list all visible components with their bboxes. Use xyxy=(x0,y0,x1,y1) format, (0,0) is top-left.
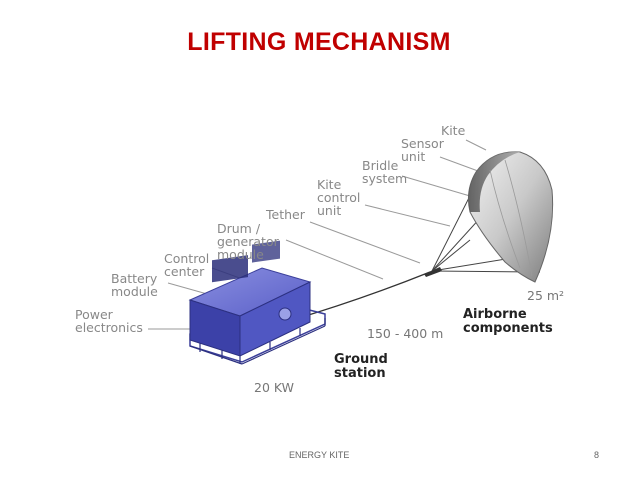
label-power-electronics: Power electronics xyxy=(75,307,143,335)
tether-line xyxy=(291,271,431,321)
label-kite: Kite xyxy=(441,123,466,138)
label-kite-control-unit: Kite control unit xyxy=(317,177,364,218)
label-bridle-system: Bridle system xyxy=(362,158,407,186)
footer-text: ENERGY KITE xyxy=(289,450,350,460)
kite-shape xyxy=(468,151,554,283)
label-tether: Tether xyxy=(265,207,306,222)
label-area: 25 m² xyxy=(527,288,564,303)
label-drum-generator-module: Drum / generator module xyxy=(217,221,283,262)
label-ground-station: Ground station xyxy=(334,352,392,381)
label-control-center: Control center xyxy=(164,251,213,279)
label-sensor-unit: Sensor unit xyxy=(401,136,448,164)
label-airborne-components: Airborne components xyxy=(463,307,553,336)
ground-station xyxy=(188,240,326,365)
label-battery-module: Battery module xyxy=(111,271,161,299)
label-tether-length: 150 - 400 m xyxy=(367,326,443,341)
slide-title: LIFTING MECHANISM xyxy=(187,28,451,56)
label-power-rating: 20 KW xyxy=(254,380,294,395)
kite-control-unit xyxy=(424,267,442,277)
page-number: 8 xyxy=(594,450,600,460)
